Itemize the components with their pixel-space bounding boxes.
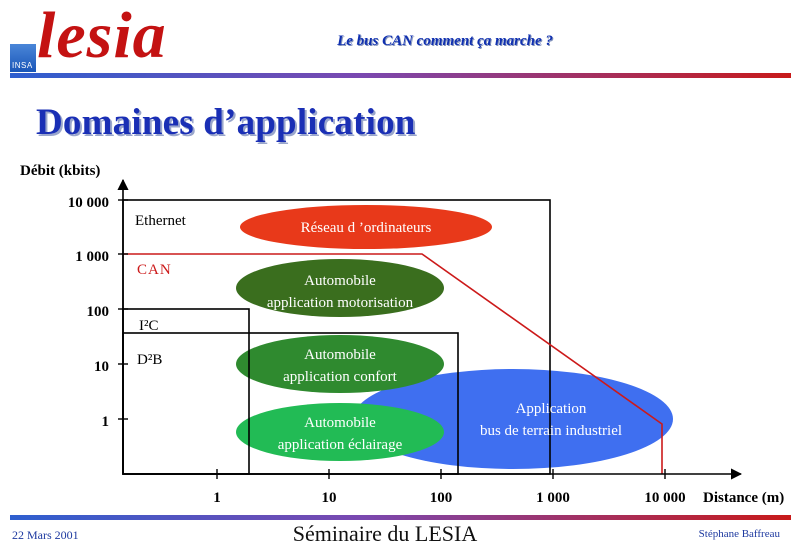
eclairage-ellipse [236, 403, 444, 461]
y-tick-label: 1 [102, 414, 110, 430]
moteur-label-line1: Automobile [304, 273, 376, 289]
reseau-ellipse [240, 205, 492, 249]
ethernet-label: Ethernet [135, 213, 187, 229]
i2c-label: I²C [139, 318, 159, 334]
slide-title: Domaines d’application [36, 102, 416, 143]
header-gradient-bar [10, 73, 791, 78]
eclairage-label-line1: Automobile [304, 415, 376, 431]
insa-logo-box [10, 44, 36, 72]
eclairage-label-line2: application éclairage [278, 437, 403, 453]
y-tick-label: 1 000 [75, 249, 109, 265]
confort-label-line2: application confort [283, 369, 398, 385]
reseau-label: Réseau d ’ordinateurs [301, 220, 432, 236]
x-tick-label: 1 000 [536, 490, 570, 506]
footer-author: Stéphane Baffreau [698, 528, 780, 540]
can-label: CAN [137, 262, 172, 278]
x-tick-label: 100 [430, 490, 453, 506]
header-title: Le bus CAN comment ça marche ? [337, 33, 553, 49]
y-axis-label: Débit (kbits) [20, 163, 100, 179]
y-tick-label: 10 000 [68, 195, 109, 211]
terrain-label-line1: Application [516, 401, 587, 417]
x-tick-label: 10 000 [644, 490, 685, 506]
y-tick-label: 100 [87, 304, 110, 320]
x-tick-label: 10 [322, 490, 337, 506]
y-tick-label: 10 [94, 359, 109, 375]
confort-label-line1: Automobile [304, 347, 376, 363]
footer-seminar-title: Séminaire du LESIA [292, 521, 478, 546]
d2b-label: D²B [137, 352, 162, 368]
can-limit-curve [123, 253, 663, 474]
lesia-logo: lesia [37, 0, 167, 72]
insa-logo-text: INSA [12, 61, 33, 70]
terrain-label-line2: bus de terrain industriel [480, 423, 622, 439]
moteur-label-line2: application motorisation [267, 295, 414, 311]
footer-gradient-bar [10, 515, 791, 520]
x-tick-label: 1 [213, 490, 221, 506]
x-axis-label: Distance (m) [703, 490, 784, 506]
confort-ellipse [236, 335, 444, 393]
moteur-ellipse [236, 259, 444, 317]
footer-date: 22 Mars 2001 [12, 528, 79, 542]
